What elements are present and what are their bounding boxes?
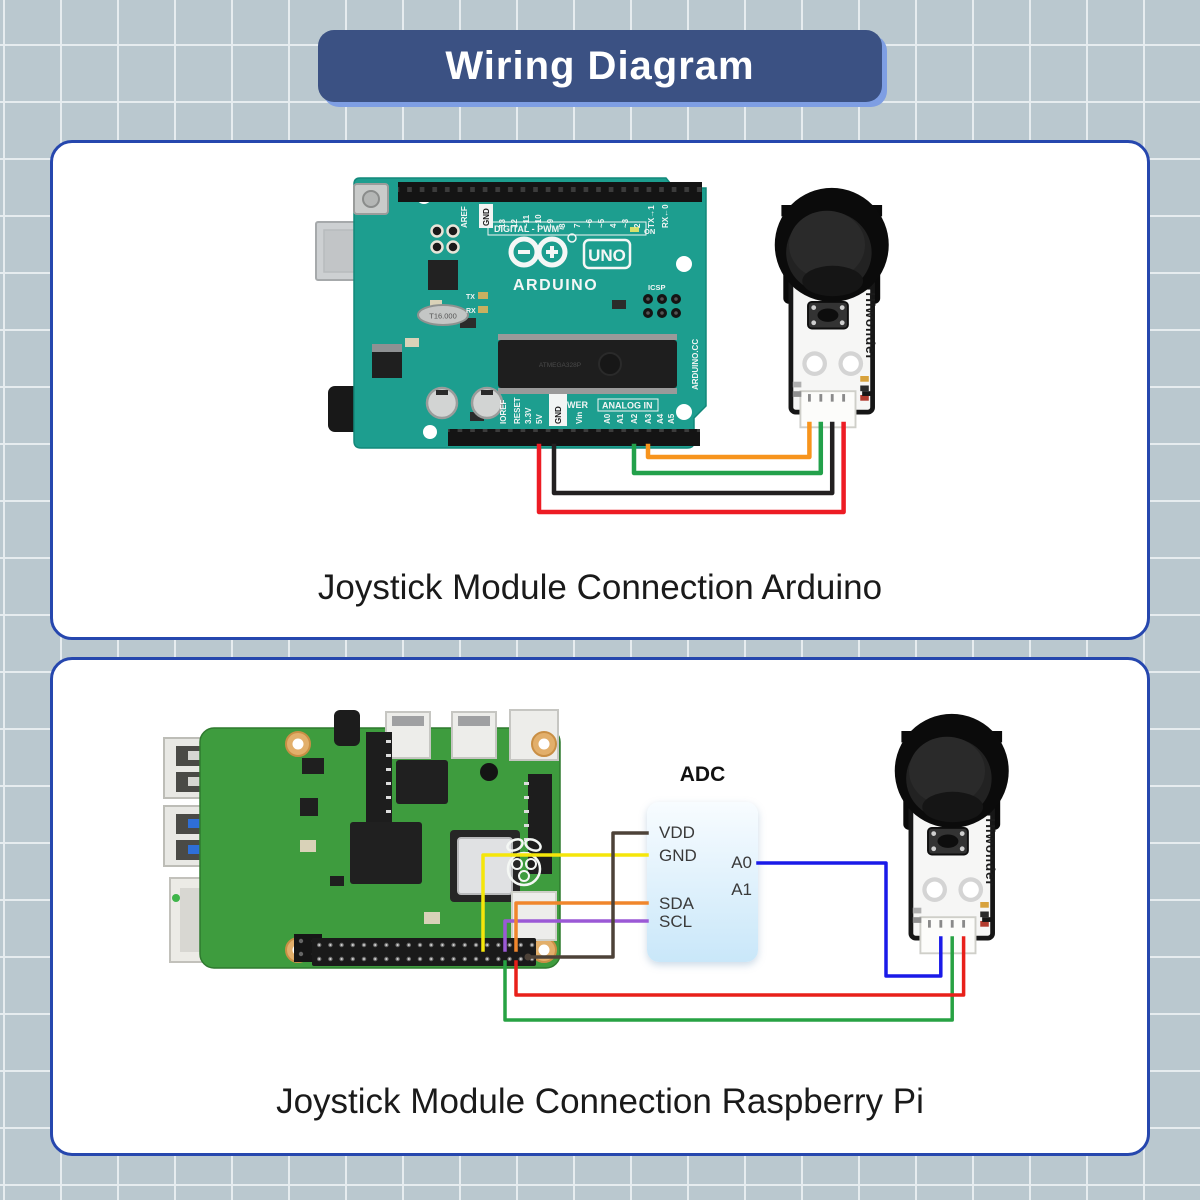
- adc-pin-vdd: VDD: [659, 823, 695, 842]
- adc-block: [647, 802, 758, 962]
- adc-pin-gnd: GND: [659, 846, 697, 865]
- adc-title: ADC: [679, 763, 726, 786]
- adc-pin-a0: A0: [731, 853, 752, 872]
- arduino-caption: Joystick Module Connection Arduino: [317, 568, 883, 607]
- page-title: Wiring Diagram: [445, 43, 755, 88]
- adc-pin-a1: A1: [731, 880, 752, 899]
- arduino-panel: [50, 140, 1150, 640]
- title-banner: Wiring Diagram: [318, 30, 882, 102]
- adc-pin-scl: SCL: [659, 912, 693, 931]
- adc-pin-sda: SDA: [659, 894, 694, 913]
- raspberry-pi-caption: Joystick Module Connection Raspberry Pi: [276, 1082, 924, 1121]
